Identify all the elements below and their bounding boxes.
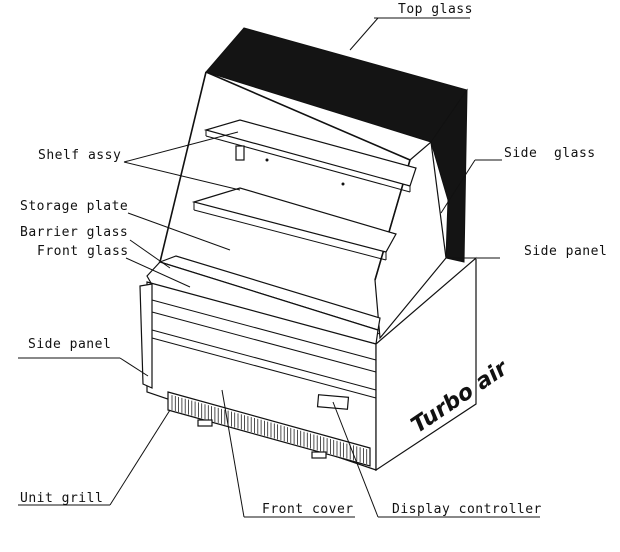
foot-left — [197, 419, 213, 427]
label-display-controller: Display controller — [392, 502, 542, 517]
foot-right — [311, 451, 327, 459]
label-storage-plate: Storage plate — [20, 199, 129, 214]
label-front-cover: Front cover — [262, 502, 354, 517]
label-barrier-glass: Barrier glass — [20, 225, 129, 240]
lower-shelf — [191, 187, 397, 253]
cabinet-side-panel-right — [375, 256, 477, 472]
label-top-glass: Top glass — [398, 2, 473, 17]
label-shelf-assy: Shelf assy — [38, 148, 122, 163]
side-glass-edge — [430, 88, 468, 263]
upper-shelf — [203, 119, 417, 187]
cabinet-side-panel-left — [139, 283, 153, 389]
shelf-bracket — [235, 145, 245, 161]
label-front-glass: Front glass — [37, 244, 129, 259]
label-unit-grill: Unit grill — [20, 491, 104, 506]
label-side-panel-right: Side panel — [524, 244, 608, 259]
grill-slats — [171, 395, 368, 465]
label-side-panel-left: Side panel — [28, 337, 112, 352]
cabinet-front-frame — [159, 71, 207, 263]
label-side-glass: Side glass — [504, 146, 596, 161]
